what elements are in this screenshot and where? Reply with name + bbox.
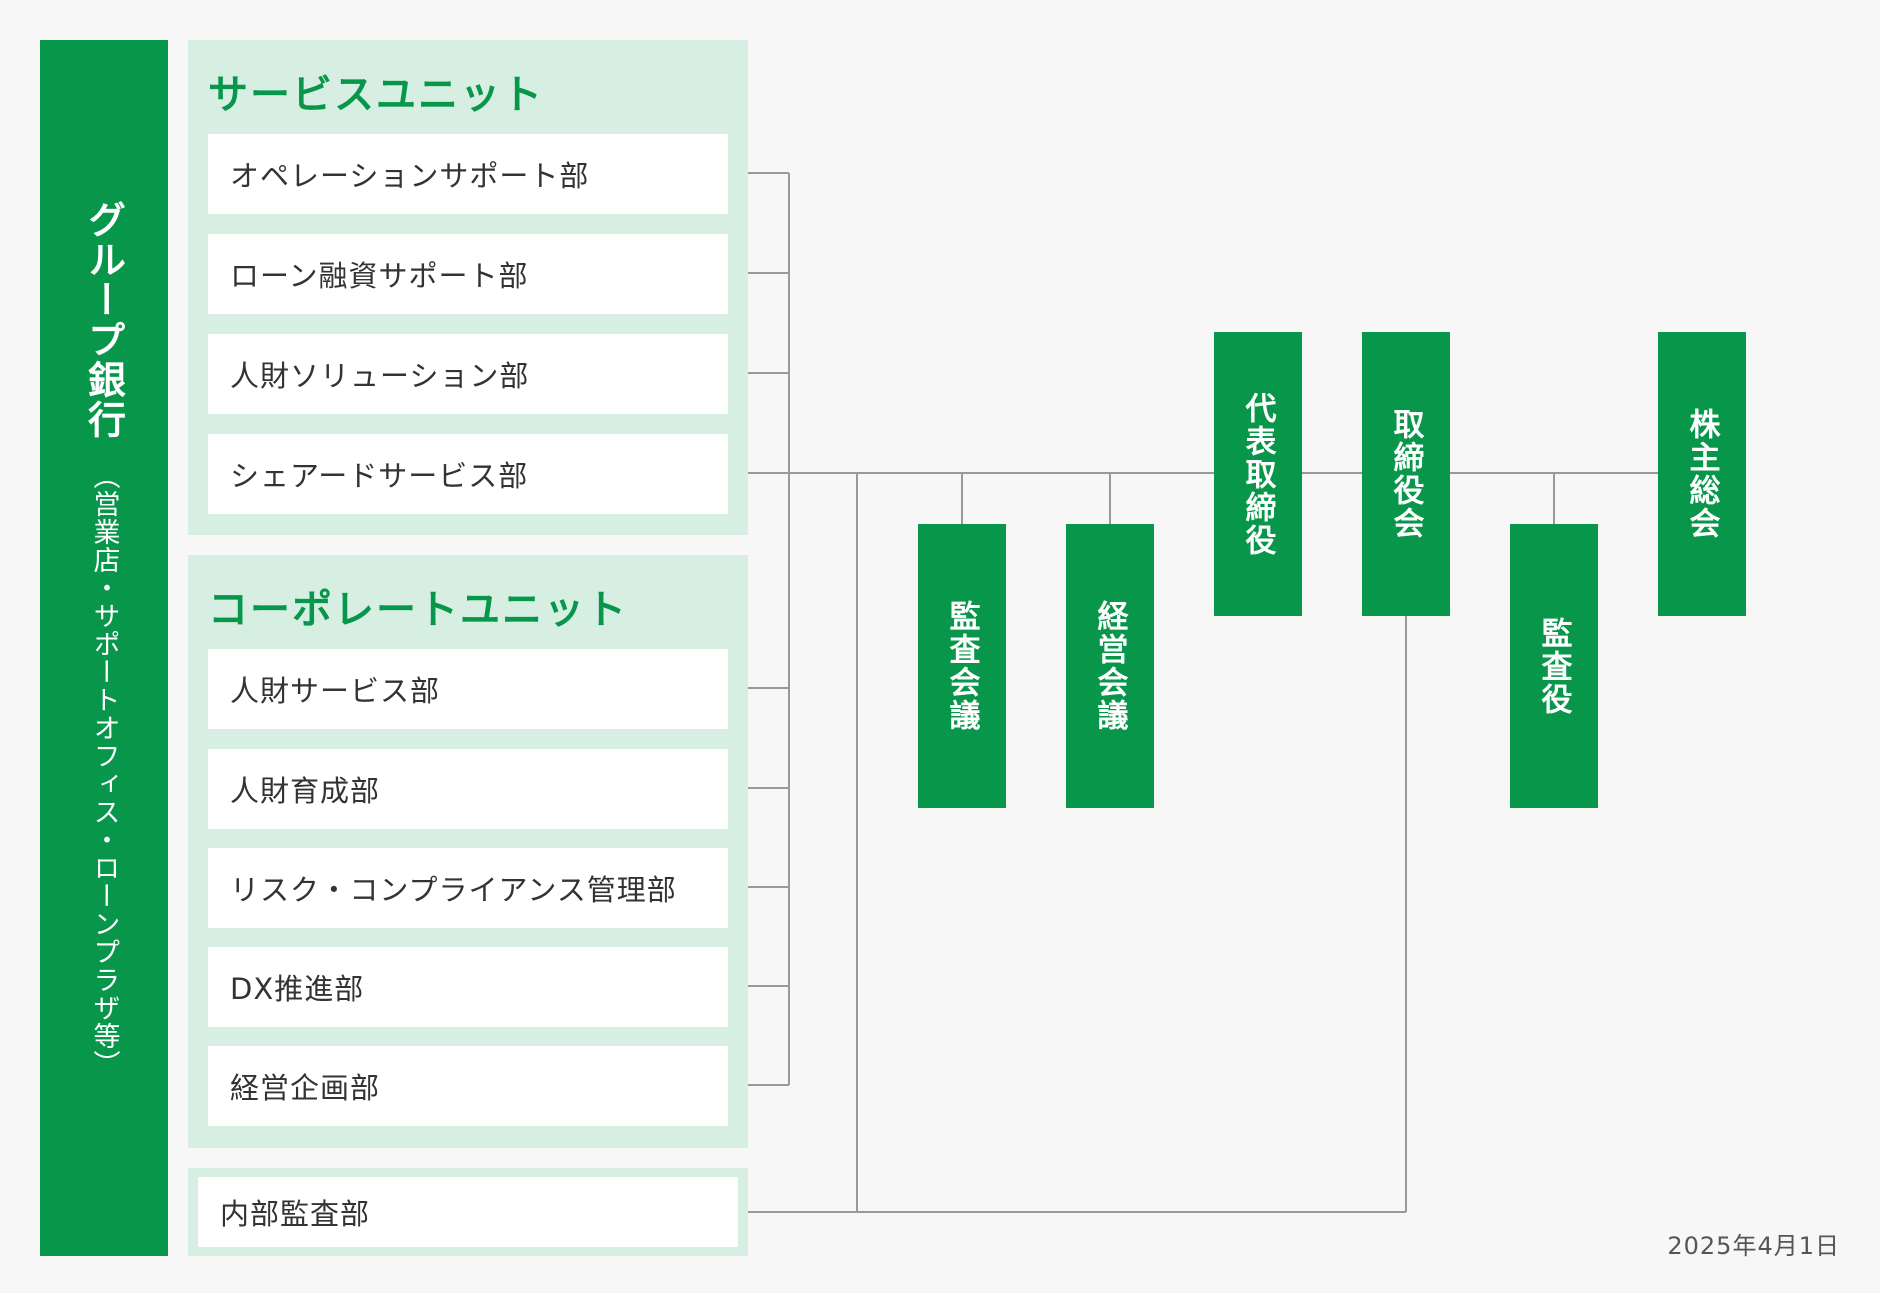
group-bank-bar: グループ銀行 （営業店・サポートオフィス・ローンプラザ等） [40,40,168,1256]
auditor-label: 監査役 [1535,616,1572,716]
dept-hr-service: 人財サービス部 [208,649,728,729]
dept-hr-solution: 人財ソリューション部 [208,334,728,414]
representative-director-label: 代表取締役 [1239,391,1276,557]
shareholders-meeting-box: 株主総会 [1658,332,1746,616]
dept-corporate-planning: 経営企画部 [208,1046,728,1126]
group-bank-title: グループ銀行 [81,200,126,440]
corporate-unit-title: コーポレートユニット [208,587,628,633]
dept-operation-support: オペレーションサポート部 [208,134,728,214]
management-meeting-label: 経営会議 [1091,600,1128,732]
dept-dx-promotion: DX推進部 [208,947,728,1027]
service-unit-title: サービスユニット [208,72,544,118]
board-of-directors-box: 取締役会 [1362,332,1450,616]
audit-meeting-label: 監査会議 [943,600,980,732]
group-bank-subtitle: （営業店・サポートオフィス・ローンプラザ等） [88,462,120,1078]
dept-internal-audit: 内部監査部 [198,1177,738,1247]
dept-shared-service: シェアードサービス部 [208,434,728,514]
auditor-box: 監査役 [1510,524,1598,808]
effective-date: 2025年4月1日 [1667,1232,1840,1260]
dept-loan-support: ローン融資サポート部 [208,234,728,314]
dept-risk-compliance: リスク・コンプライアンス管理部 [208,848,728,928]
dept-hr-development: 人財育成部 [208,749,728,829]
board-of-directors-label: 取締役会 [1387,408,1424,540]
shareholders-meeting-label: 株主総会 [1683,408,1720,540]
audit-meeting-box: 監査会議 [918,524,1006,808]
management-meeting-box: 経営会議 [1066,524,1154,808]
representative-director-box: 代表取締役 [1214,332,1302,616]
